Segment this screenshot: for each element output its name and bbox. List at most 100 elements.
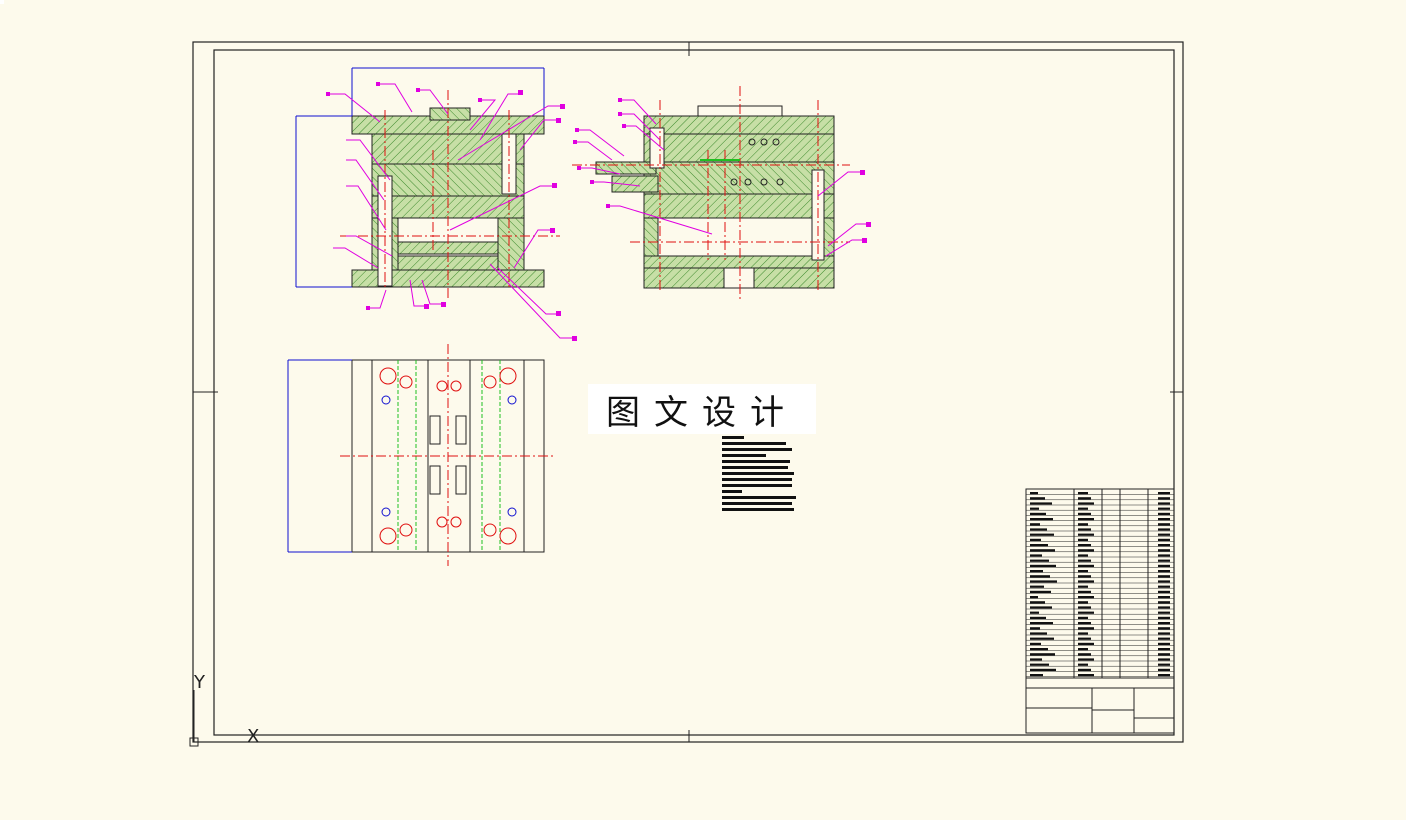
bom-row-text (1158, 512, 1170, 515)
bom-row-text (1078, 492, 1088, 495)
bom-row-text (1078, 632, 1088, 635)
side-section-view (572, 86, 871, 300)
bom-row-text (1030, 611, 1039, 614)
bom-row-text (1078, 544, 1091, 547)
bom-row-text (1078, 502, 1094, 505)
bom-row-text (1158, 658, 1170, 661)
bom-row-text (1030, 601, 1045, 604)
bom-row-text (1078, 554, 1088, 557)
bom-row-text (1158, 502, 1170, 505)
bom-row-text (1030, 497, 1045, 500)
bom-row-text (1158, 492, 1170, 495)
bom-row-text (1030, 637, 1054, 640)
bom-row-text (1078, 518, 1094, 521)
bom-row-text (1078, 585, 1088, 588)
bom-row-text (1030, 544, 1048, 547)
bom-row-text (1078, 497, 1091, 500)
bom-row-text (1030, 523, 1040, 526)
bom-row-text (1030, 570, 1043, 573)
bom-row-text (1078, 668, 1091, 671)
bom-row-text (1158, 616, 1170, 619)
bom-row-text (1078, 533, 1094, 536)
bom-row-text (1030, 616, 1046, 619)
bom-row-text (1078, 528, 1091, 531)
bom-row-text (1030, 554, 1042, 557)
technical-notes (722, 436, 796, 511)
bom-row-text (1158, 648, 1170, 651)
bom-row-text (1078, 523, 1088, 526)
bom-row-text (1030, 549, 1055, 552)
bom-row-text (1158, 533, 1170, 536)
bom-row-text (1158, 627, 1170, 630)
bom-row-text (1158, 497, 1170, 500)
bom-row-text (1158, 601, 1170, 604)
bom-row-text (1158, 575, 1170, 578)
bom-row-text (1078, 611, 1094, 614)
drawing-frame (192, 41, 1184, 743)
bom-row-text (1078, 601, 1088, 604)
bom-row-text (1078, 658, 1094, 661)
bom-row-text (1030, 492, 1038, 495)
bom-row-text (1078, 663, 1088, 666)
corner-marker (0, 0, 4, 4)
bom-row-text (1030, 580, 1057, 583)
bom-row-text (1030, 632, 1047, 635)
bom-row-text (1078, 507, 1088, 510)
bom-row-text (1158, 637, 1170, 640)
bom-row-text (1030, 507, 1039, 510)
ucs-x-label: X (247, 726, 260, 747)
plan-view (287, 344, 556, 566)
bom-row-text (1030, 622, 1053, 625)
bom-row-text (1030, 590, 1051, 593)
bom-row-text (1158, 606, 1170, 609)
bom-rows (1026, 492, 1174, 677)
bom-row-text (1078, 575, 1091, 578)
bom-row-text (1078, 648, 1088, 651)
bom-row-text (1078, 637, 1091, 640)
bom-row-text (1158, 585, 1170, 588)
bom-row-text (1030, 658, 1042, 661)
bom-row-text (1078, 616, 1088, 619)
bom-row-text (1030, 585, 1044, 588)
bom-row-text (1158, 549, 1170, 552)
bom-row-text (1030, 642, 1041, 645)
bom-row-text (1030, 575, 1050, 578)
bom-row-text (1078, 549, 1094, 552)
bom-row-text (1158, 564, 1170, 567)
bom-row-text (1030, 533, 1054, 536)
bom-row-text (1030, 606, 1052, 609)
bom-row-text (1030, 674, 1043, 677)
bom-row-text (1158, 544, 1170, 547)
bom-row-text (1158, 642, 1170, 645)
bom-row-text (1030, 596, 1038, 599)
bom-row-text (1158, 538, 1170, 541)
bom-row-text (1078, 590, 1091, 593)
bom-row-text (1078, 642, 1094, 645)
bom-row-text (1030, 538, 1041, 541)
bom-row-text (1158, 559, 1170, 562)
ucs-icon (189, 690, 248, 747)
bom-row-text (1158, 668, 1170, 671)
bom-row-text (1078, 653, 1091, 656)
bom-row-text (1158, 528, 1170, 531)
ucs-y-label: Y (194, 672, 205, 693)
bom-row-text (1030, 663, 1049, 666)
bom-row-text (1158, 580, 1170, 583)
bom-row-text (1158, 653, 1170, 656)
bom-row-text (1158, 518, 1170, 521)
bom-row-text (1030, 518, 1053, 521)
front-section-view (295, 67, 577, 341)
bom-row-text (1158, 554, 1170, 557)
bom-row-text (1158, 590, 1170, 593)
bom-row-text (1078, 606, 1091, 609)
bom-row-text (1078, 512, 1091, 515)
bom-row-text (1030, 528, 1047, 531)
watermark-text: 图文设计 (588, 384, 816, 434)
bom-row-text (1030, 648, 1048, 651)
bom-row-text (1158, 596, 1170, 599)
bom-row-text (1078, 580, 1094, 583)
bom-row-text (1158, 507, 1170, 510)
bom-row-text (1030, 564, 1056, 567)
bom-row-text (1078, 559, 1091, 562)
